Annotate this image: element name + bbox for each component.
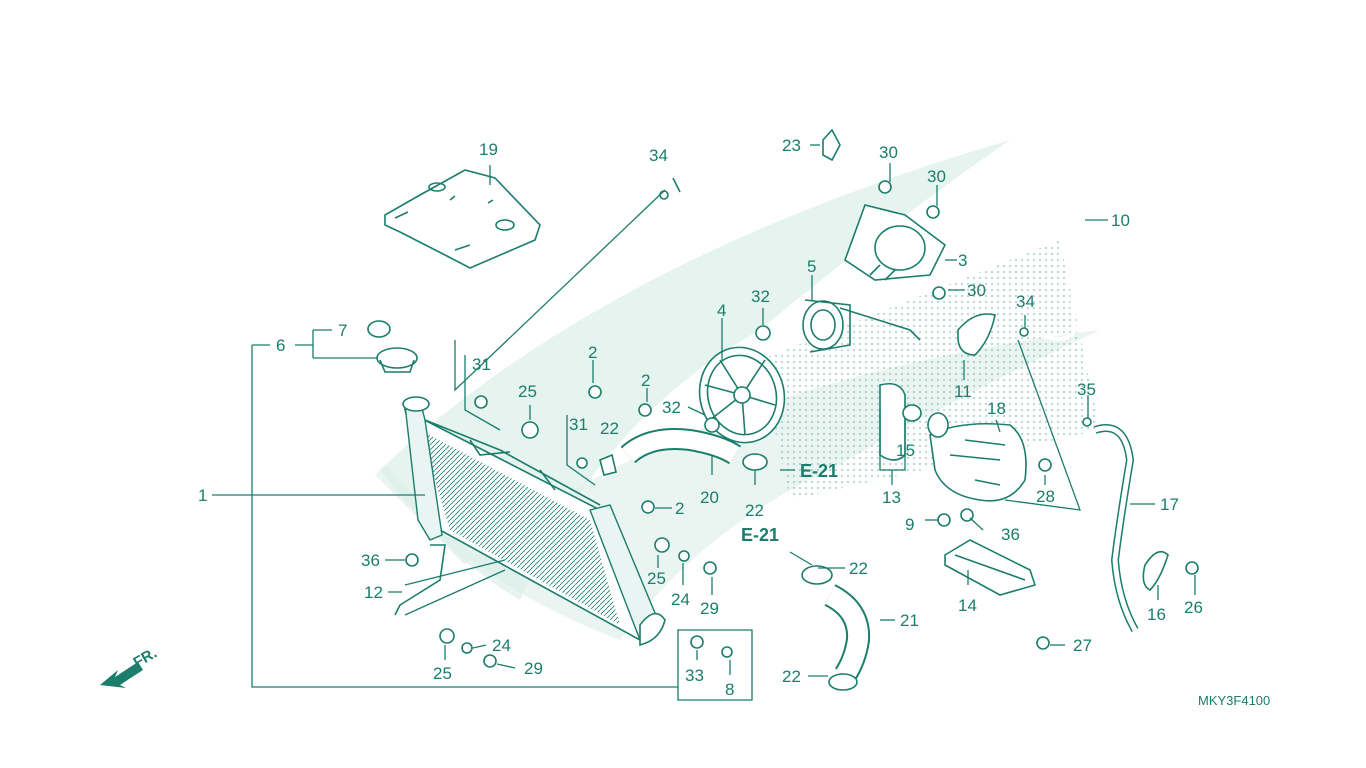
callout-number: 16 [1147,605,1166,624]
callout-number: 15 [896,441,915,460]
callout-number: 13 [882,488,901,507]
front-direction-arrow: FR. [100,645,160,688]
overflow-tube [672,105,1088,341]
callout-number: 25 [647,569,666,588]
fasteners [405,128,1199,668]
callout-number: 28 [1036,487,1055,506]
callout-number: 23 [782,136,801,155]
callout-number: 19 [479,140,498,159]
callout-number: 32 [662,398,681,417]
radiator [402,396,666,647]
fan-shroud [839,204,947,341]
callout-number: 14 [958,596,977,615]
callout-number: 30 [927,167,946,186]
callout-number: 34 [1016,292,1035,311]
callout-number: 1 [198,486,207,505]
callout-number: 31 [472,355,491,374]
callout-number: 24 [492,636,511,655]
callout-number: 12 [364,583,383,602]
callout-number: 25 [518,382,537,401]
callout-number: 36 [361,551,380,570]
upper-hose [620,428,742,465]
callout-number: 31 [569,415,588,434]
callout-number: 2 [588,343,597,362]
callout-number: 10 [1111,211,1130,230]
callout-number: 35 [1077,380,1096,399]
callout-number: 22 [745,501,764,520]
callout-number: 17 [1160,495,1179,514]
callout-number: 32 [751,287,770,306]
heat-guard-bracket [384,169,541,269]
callout-number: 7 [338,321,347,340]
reference-label: E-21 [741,525,779,545]
fan-bracket-11 [957,313,996,356]
lower-hose [824,584,871,682]
callout-number: 5 [807,257,816,276]
callout-number: 22 [782,667,801,686]
callout-number: 4 [717,301,726,320]
reference-labels: E-21 E-21 [741,461,838,566]
cooling-fan [698,346,786,444]
diagram-code: MKY3F4100 [1198,693,1270,708]
callout-number: 6 [276,336,285,355]
callout-number: 36 [1001,525,1020,544]
air-guide-14 [944,539,1037,596]
callout-number: 25 [433,664,452,683]
callout-number: 29 [700,599,719,618]
siphon-tube [1093,424,1139,632]
callout-number: 20 [700,488,719,507]
leader-lines [212,144,1196,701]
callout-number: 29 [524,659,543,678]
bracket-12 [394,544,446,616]
stay-16 [1142,550,1169,591]
fan-motor [802,299,851,353]
reference-label: E-21 [800,461,838,481]
radiator-cap [367,320,418,373]
callout-number: 22 [849,559,868,578]
callout-number: 33 [685,666,704,685]
callout-number: 9 [905,515,914,534]
callout-number: 30 [879,143,898,162]
callout-number: 11 [954,382,972,401]
callout-number: 34 [649,146,668,165]
callout-number: 24 [671,590,690,609]
callout-number: 26 [1184,598,1203,617]
thermostat-housing [879,382,1027,502]
callout-number: 30 [967,281,986,300]
callout-number: 2 [641,371,650,390]
callout-number: 21 [900,611,919,630]
callout-number: 22 [600,419,619,438]
callout-number: 27 [1073,636,1092,655]
callout-labels: 1 2 2 2 3 4 5 6 7 8 9 10 11 12 13 14 15 … [198,136,1203,699]
callout-number: 2 [675,499,684,518]
callout-number: 18 [987,399,1006,418]
callout-number: 8 [725,680,734,699]
hose-clamps [742,453,858,691]
callout-number: 3 [958,251,967,270]
